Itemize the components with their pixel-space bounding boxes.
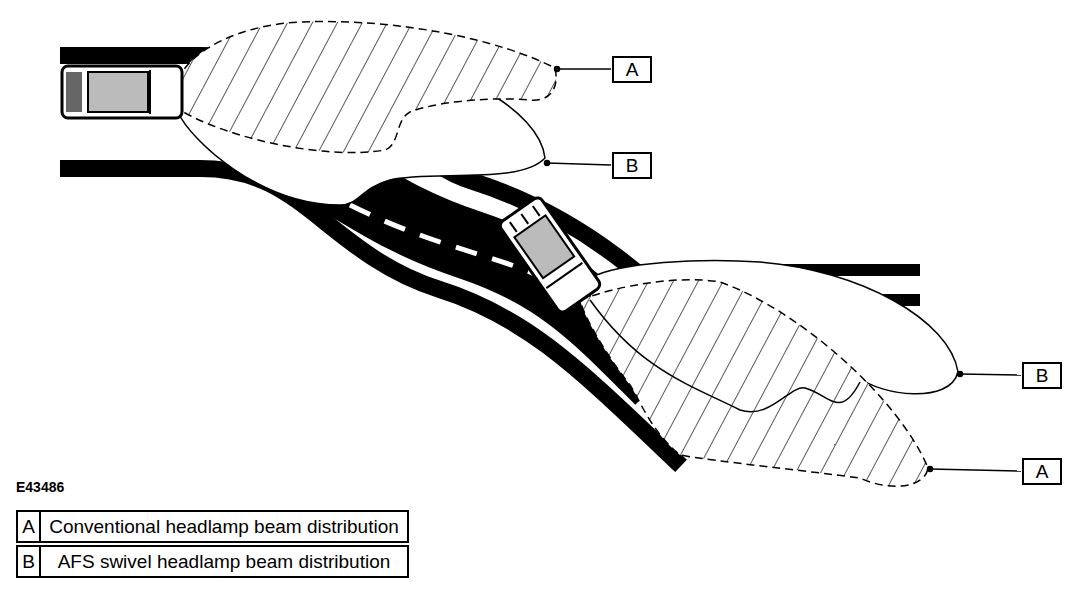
callout-letter: B — [1036, 366, 1049, 385]
afs-beam-edge — [590, 300, 860, 412]
legend-letter: B — [16, 545, 41, 578]
legend-letter: A — [16, 510, 41, 543]
conventional-beam — [580, 280, 928, 487]
callout-letter: A — [1036, 462, 1049, 481]
conventional-beam — [178, 22, 556, 153]
car — [62, 66, 182, 118]
leader-line — [545, 67, 1022, 472]
car — [498, 196, 602, 315]
figure-id: E43486 — [16, 477, 64, 497]
callout-box: B — [612, 152, 652, 179]
legend-text: AFS swivel headlamp beam distribution — [39, 545, 409, 578]
callout-box: A — [1022, 458, 1062, 485]
callout-box: B — [1022, 362, 1062, 389]
callout-letter: A — [626, 60, 639, 79]
legend-text: Conventional headlamp beam distribution — [39, 510, 409, 543]
callout-box: A — [612, 56, 652, 83]
callout-letter: B — [626, 156, 639, 175]
